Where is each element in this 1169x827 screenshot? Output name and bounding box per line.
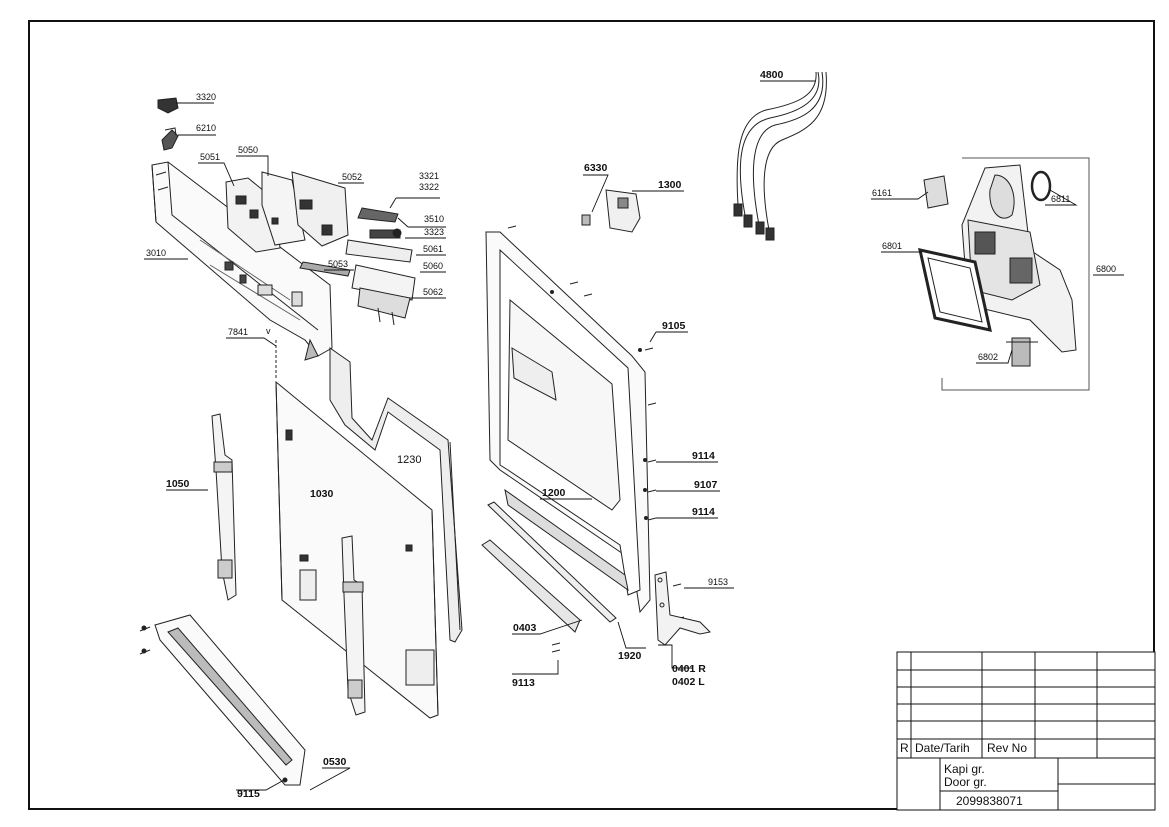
label-9153: 9153 [708,577,728,587]
label-0530: 0530 [323,756,347,768]
title-block-rev: Rev No [987,741,1028,755]
label-1920: 1920 [618,650,642,662]
bracket-1050 [211,413,237,601]
screws-9105 [507,225,685,620]
label-6161: 6161 [872,188,892,198]
part-labels: 3320 6210 5050 5051 5052 3321 3322 3510 … [146,69,1116,800]
leader-lines [144,80,1124,791]
label-7841-v: v [266,326,271,336]
label-0402-l: 0402 L [672,676,705,688]
label-3321: 3321 [419,171,439,181]
label-9114-b: 9114 [692,506,715,518]
bracket-1050-right [341,535,366,716]
label-5053: 5053 [328,259,348,269]
knob-3320 [157,97,179,151]
switch-block-5060 [345,207,416,326]
electronic-module-5050 [225,171,349,253]
dispenser-group-bracket [941,157,1090,391]
label-5052: 5052 [342,172,362,182]
label-5050: 5050 [238,145,258,155]
seal-strip-0403 [481,501,617,653]
label-9113: 9113 [512,677,535,689]
hinge-0401 [654,571,712,646]
label-3323: 3323 [424,227,444,237]
title-block-r: R [900,741,909,755]
title-block-name-tr: Kapi gr. [944,762,985,776]
front-panel-1230 [329,347,463,643]
dispenser-6800 [918,164,1077,367]
label-1300: 1300 [658,179,682,191]
title-block-date: Date/Tarih [915,741,970,755]
label-6802: 6802 [978,352,998,362]
label-9107: 9107 [694,479,718,491]
cable-harness-4800 [733,71,827,241]
label-9115: 9115 [237,788,260,800]
label-6801: 6801 [882,241,902,251]
part-1300 [581,189,641,233]
title-block [896,651,1156,811]
label-6811: 6811 [1051,194,1070,204]
label-3322: 3322 [419,182,439,192]
label-5060: 5060 [423,261,443,271]
label-4800: 4800 [760,69,784,81]
label-5061: 5061 [423,244,443,254]
label-9114-a: 9114 [692,450,715,462]
inner-panel-1030 [275,380,439,719]
title-block-number: 2099838071 [956,794,1023,808]
label-3010: 3010 [146,248,166,258]
label-1200: 1200 [542,487,566,499]
drawing-frame [28,20,1155,810]
label-3320: 3320 [196,92,216,102]
kick-strip-0530 [139,614,306,786]
label-9105: 9105 [662,320,686,332]
label-1050: 1050 [166,478,190,490]
label-6330: 6330 [584,162,608,174]
strip-5053 [299,261,351,277]
label-7841: 7841 [228,327,248,337]
label-5051: 5051 [200,152,220,162]
title-block-name-en: Door gr. [944,775,987,789]
label-0401-r: 0401 R [672,663,706,675]
label-1230: 1230 [397,454,421,466]
label-6800: 6800 [1096,264,1116,274]
label-3510: 3510 [424,214,444,224]
label-5062: 5062 [423,287,443,297]
label-1030: 1030 [310,488,334,500]
control-panel-3010 [151,161,333,361]
label-0403: 0403 [513,622,537,634]
label-6210: 6210 [196,123,216,133]
door-frame-1200 [485,231,651,614]
